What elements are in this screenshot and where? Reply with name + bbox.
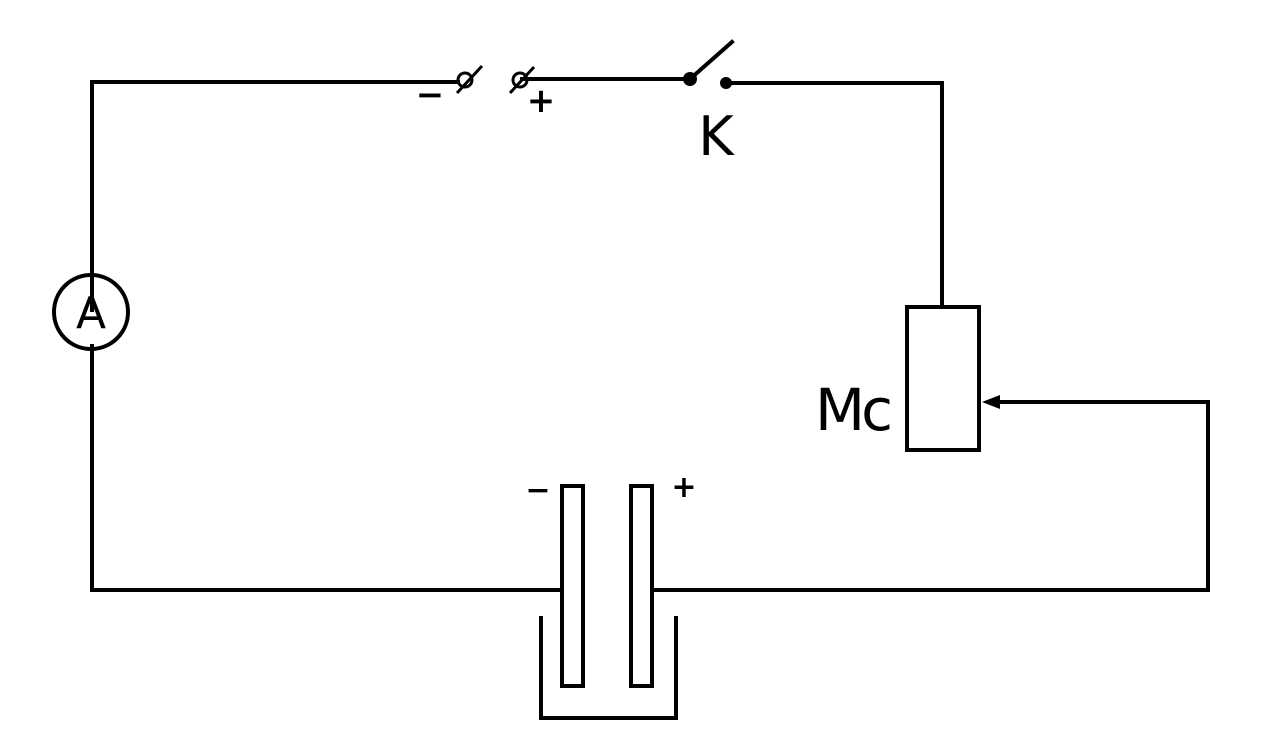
switch-blade <box>687 39 735 82</box>
wire-top-right <box>726 81 944 308</box>
terminal-minus-slash <box>455 64 484 95</box>
switch-label: K <box>698 105 735 168</box>
wire-bottom-right <box>650 400 1210 592</box>
cell-minus-label: − <box>525 473 550 508</box>
terminal-plus-slash <box>508 65 536 95</box>
terminal-plus-ring <box>511 71 529 89</box>
rheostat: Mc <box>815 305 1000 452</box>
terminal-minus-label: − <box>416 75 445 115</box>
electrolytic-cell: − + <box>525 470 697 720</box>
terminal-minus-ring <box>456 71 474 89</box>
cell-electrode-plus <box>629 484 654 688</box>
cell-vessel <box>539 616 678 720</box>
wires <box>90 77 1210 592</box>
ammeter-label: A <box>76 288 106 339</box>
switch: K <box>683 39 735 168</box>
rheostat-slider-arrow <box>982 395 1000 409</box>
source-terminals: − + <box>416 64 556 121</box>
switch-contact <box>720 77 732 89</box>
rheostat-body <box>905 305 981 452</box>
ammeter: A <box>52 273 130 351</box>
terminal-plus-label: + <box>527 81 556 121</box>
cell-plus-label: + <box>671 470 696 505</box>
wire-top-left <box>90 80 460 312</box>
wire-bottom-left <box>90 344 562 592</box>
ammeter-circle <box>52 273 130 351</box>
cell-electrode-minus <box>560 484 585 688</box>
rheostat-label: Mc <box>815 376 890 444</box>
